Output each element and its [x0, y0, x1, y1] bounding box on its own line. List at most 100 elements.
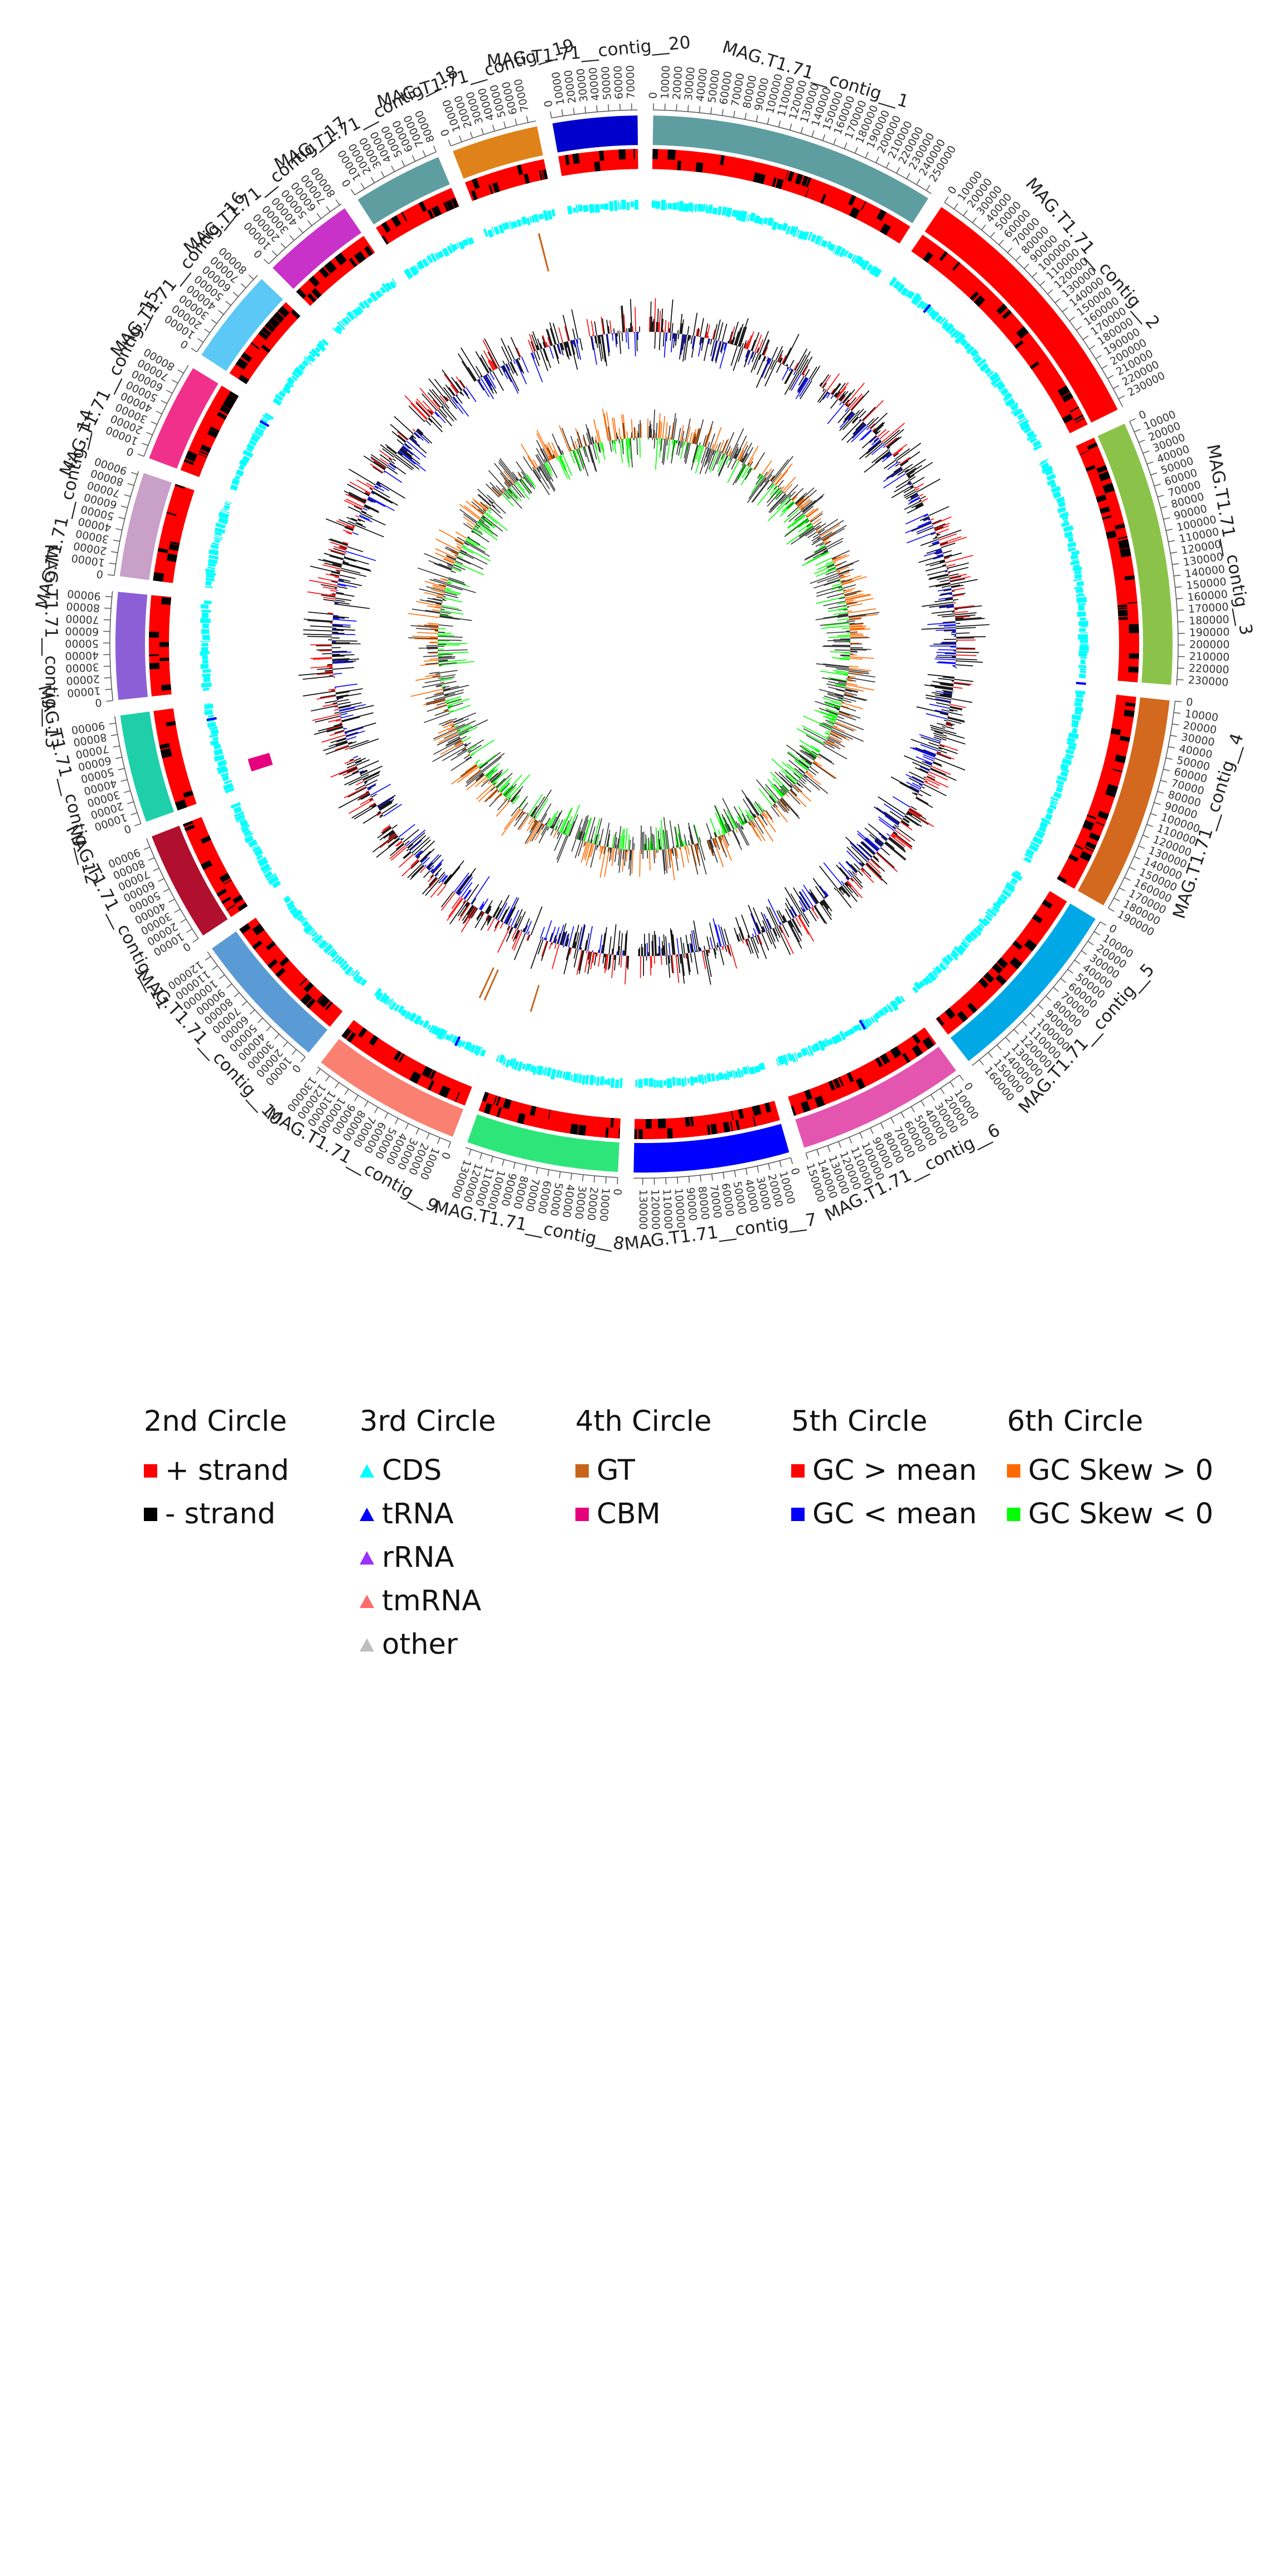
tick-label: 10000 [597, 1188, 612, 1222]
gc-content-bar [340, 714, 354, 719]
tick-mark [870, 1127, 874, 1134]
contig-ring [115, 115, 1173, 1173]
tick-mark [885, 162, 890, 168]
gc-content-bar [332, 655, 345, 657]
cds-feature [613, 200, 618, 211]
gc-skew-bar [796, 782, 803, 788]
cds-feature [599, 1076, 605, 1086]
gc-content-bar [580, 947, 582, 950]
gc-content-bar [551, 942, 553, 945]
gc-skew-bar [587, 428, 593, 445]
tick-mark [1160, 779, 1168, 783]
tick-mark [351, 189, 355, 196]
gc-content-bar [746, 335, 752, 350]
cds-feature [572, 207, 577, 213]
cds-feature [1079, 668, 1086, 671]
gc-content-bar [658, 332, 661, 351]
gc-content-bar [919, 493, 923, 497]
tick-mark [219, 974, 225, 980]
gc-content-bar [339, 574, 356, 579]
tick-mark [1013, 1029, 1019, 1035]
tick-mark [127, 801, 134, 805]
contig-tick-scales: 0100002000030000400005000060000700008000… [65, 65, 1230, 1230]
tick-label: 0 [96, 568, 104, 580]
gc-content-bar [485, 374, 497, 394]
cds-feature [204, 704, 214, 710]
tick-mark [225, 301, 231, 306]
cds-feature [1074, 698, 1083, 703]
gc-skew-bar [846, 606, 849, 608]
gc-skew-bar [660, 422, 662, 439]
gc-content-bar [648, 933, 650, 956]
gc-content-bar [493, 921, 500, 932]
tick-mark [805, 1153, 808, 1160]
gc-skew-bar [498, 459, 517, 482]
gc-content-bar [734, 927, 739, 942]
tick-mark [1107, 375, 1114, 379]
tick-axis [944, 202, 1124, 408]
gc-content-bar [825, 388, 827, 390]
gc-content-bar [810, 365, 821, 381]
cds-feature [1077, 611, 1086, 617]
gc-skew-bar [588, 445, 597, 472]
tick-mark [816, 1149, 820, 1156]
gc-skew-bar [812, 762, 836, 779]
gc-content-bar [331, 689, 336, 691]
gc-content-bar [335, 599, 345, 602]
gc-content-bar [812, 878, 827, 898]
gc-content-bar [940, 579, 950, 583]
gc-skew-bar [493, 502, 506, 514]
cds-feature [1067, 541, 1077, 548]
cds-feature [583, 205, 589, 212]
tick-mark [130, 812, 138, 816]
gc-content-bar [715, 341, 721, 361]
cds-feature [550, 1068, 556, 1080]
cds-feature [697, 204, 704, 212]
tick-mark [999, 239, 1004, 245]
tick-mark [547, 1169, 550, 1176]
gc-content-bar [931, 610, 955, 614]
cds-feature [1078, 603, 1086, 606]
tick-mark [1157, 791, 1164, 794]
gc-skew-bar [715, 805, 728, 833]
tick-label: 60000 [65, 624, 99, 637]
cds-feature [611, 1078, 615, 1088]
gc-skew-bar [781, 486, 785, 491]
cds-feature [1079, 670, 1087, 674]
gc-content-bar [392, 458, 396, 462]
tick-mark [248, 274, 254, 280]
gc-content-bar [620, 933, 623, 956]
tick-mark [384, 1112, 389, 1119]
gc-skew-bar [681, 441, 684, 448]
gc-content-bar [666, 332, 668, 342]
gc-skew-bar [456, 557, 471, 565]
gc-content-bar [330, 538, 348, 545]
gc-content-bar [548, 345, 549, 347]
cds-feature [589, 1074, 594, 1086]
tick-mark [1163, 517, 1170, 520]
tick-mark [490, 1156, 493, 1163]
gc-skew-bar [850, 633, 863, 635]
gc-content-bar [895, 463, 899, 467]
tick-mark [921, 1100, 925, 1107]
tick-mark [274, 1034, 280, 1040]
gc-skew-bar [822, 646, 850, 647]
tick-label: 0 [611, 1188, 624, 1195]
cds-feature [679, 201, 684, 212]
gc-content-bar [332, 618, 340, 619]
gc-skew-bar [733, 830, 740, 845]
gc-content-bar [789, 360, 795, 369]
tick-mark [211, 319, 217, 324]
cds-feature [202, 635, 210, 640]
gc-content-bar [793, 371, 796, 375]
gc-skew-bar [648, 426, 650, 438]
tick-mark [1172, 723, 1179, 725]
gc-content-bar [658, 311, 661, 332]
gc-skew-bar [834, 649, 850, 651]
gc-content-bar [687, 326, 690, 335]
gc-skew-bar [849, 665, 859, 668]
tick-mark [335, 1082, 340, 1088]
gc-content-bar [307, 591, 336, 597]
cds-feature [672, 1077, 676, 1086]
gc-content-bar [883, 468, 903, 482]
